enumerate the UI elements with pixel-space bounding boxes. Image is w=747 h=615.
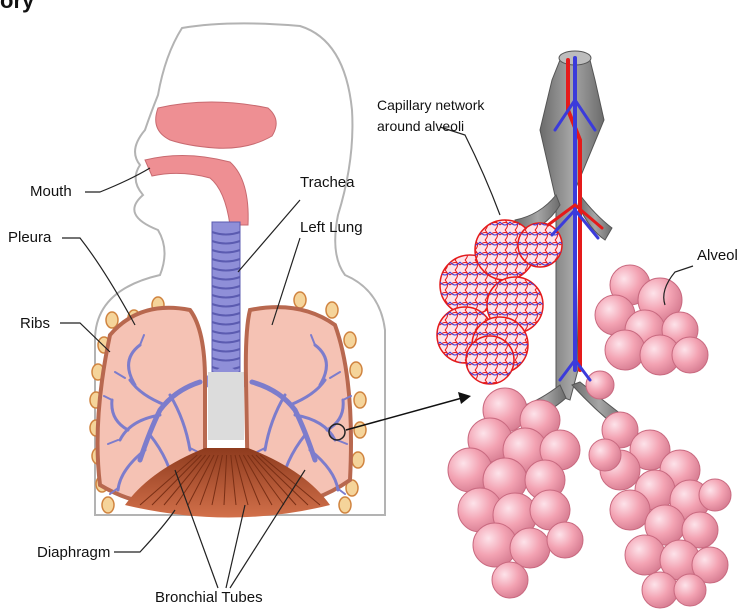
alveolus [672, 337, 708, 373]
alveolus [674, 574, 706, 606]
header-fragment: ory [0, 0, 34, 10]
label-capillary-network-line2: around alveoli [377, 117, 464, 135]
label-bronchial-tubes: Bronchial Tubes [155, 589, 263, 607]
capillary-mesh [466, 336, 514, 384]
label-ribs: Ribs [20, 315, 50, 333]
alveolus [547, 522, 583, 558]
alveolus [625, 535, 665, 575]
rib-bump [326, 302, 338, 318]
rib-bump [354, 392, 366, 408]
alveolus [610, 490, 650, 530]
label-trachea: Trachea [300, 174, 354, 192]
rib-bump [350, 362, 362, 378]
alveolus [492, 562, 528, 598]
rib-bump [102, 497, 114, 513]
alveolus [699, 479, 731, 511]
label-left-lung: Left Lung [300, 219, 363, 237]
rib-bump [106, 312, 118, 328]
label-capillary-network-line1: Capillary network [377, 96, 484, 114]
rib-bump [344, 332, 356, 348]
label-pleura: Pleura [8, 229, 51, 247]
alveolus [589, 439, 621, 471]
label-mouth: Mouth [30, 183, 72, 201]
alveolus [605, 330, 645, 370]
alveolus [642, 572, 678, 608]
label-alveoli: Alveol [697, 247, 738, 265]
label-diaphragm: Diaphragm [37, 544, 110, 562]
alveolus [586, 371, 614, 399]
capillary-network [437, 220, 562, 384]
rib-bump [352, 452, 364, 468]
alveolus [510, 528, 550, 568]
rib-bump [339, 497, 351, 513]
rib-bump [294, 292, 306, 308]
